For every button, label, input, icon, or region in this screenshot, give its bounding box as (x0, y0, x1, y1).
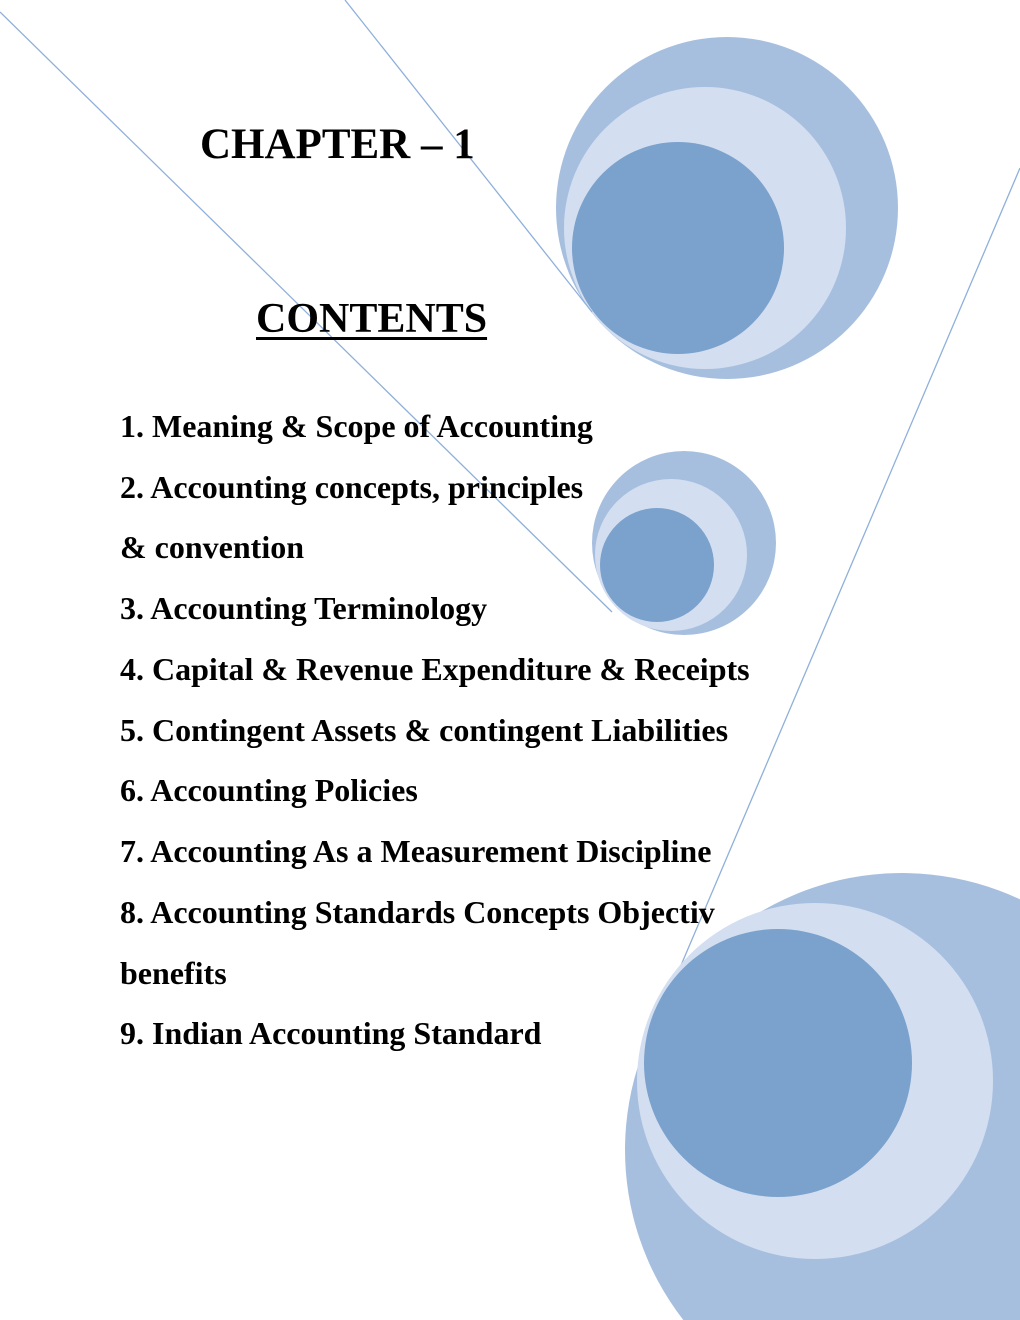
contents-item: & convention (120, 529, 304, 565)
contents-item: 7. Accounting As a Measurement Disciplin… (120, 833, 712, 869)
diagonal-lines (0, 0, 1020, 1011)
contents-item: 8. Accounting Standards Concepts Objecti… (120, 894, 715, 930)
contents-item: 5. Contingent Assets & contingent Liabil… (120, 712, 729, 748)
decorative-circle (572, 142, 784, 354)
top-circle-group (556, 37, 898, 379)
contents-heading: CONTENTS (256, 296, 488, 342)
contents-item: 9. Indian Accounting Standard (120, 1015, 542, 1051)
contents-item: benefits (120, 955, 227, 991)
chapter-title: CHAPTER – 1 (200, 121, 475, 168)
decorative-line (0, 11, 613, 613)
decorative-line (661, 167, 1020, 1011)
contents-item: 1. Meaning & Scope of Accounting (120, 408, 593, 444)
decorative-line (344, 0, 593, 313)
decorative-circle (600, 508, 714, 622)
contents-item: 6. Accounting Policies (120, 772, 418, 808)
contents-item: 2. Accounting concepts, principles (120, 469, 584, 505)
contents-item: 4. Capital & Revenue Expenditure & Recei… (120, 651, 750, 687)
contents-item: 3. Accounting Terminology (120, 590, 488, 626)
middle-circle-group (592, 451, 776, 635)
